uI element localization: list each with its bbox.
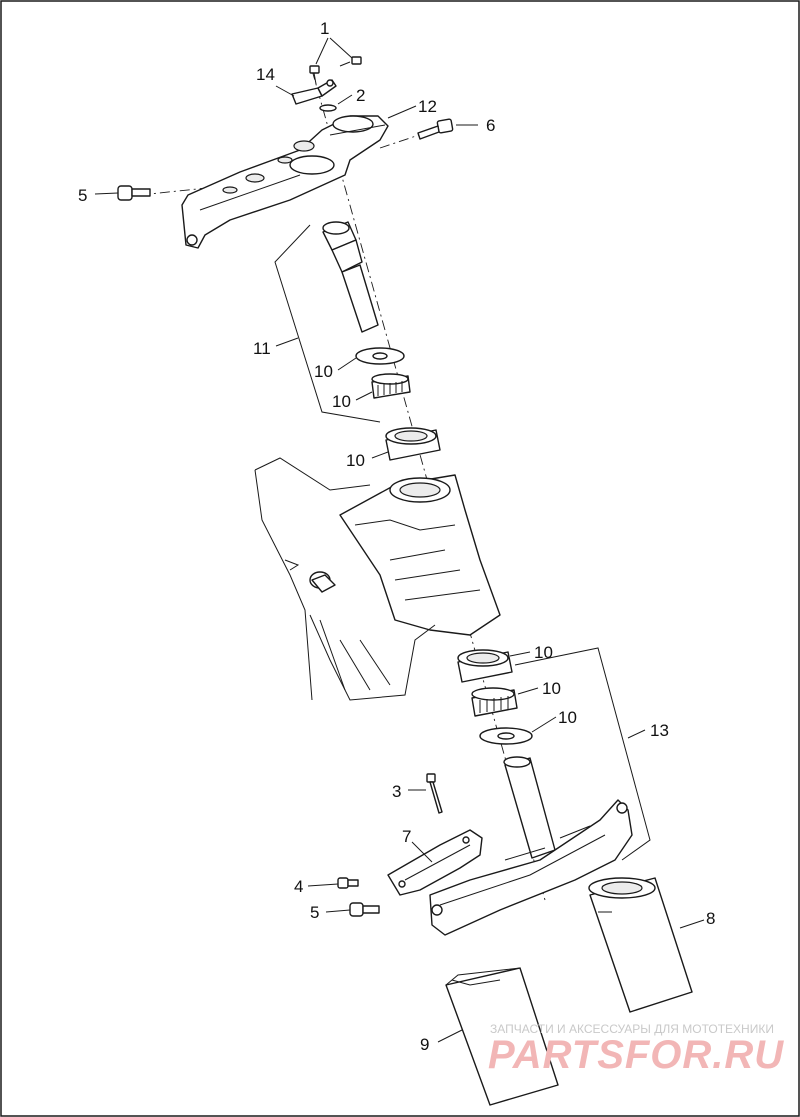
- leader-lines: [94, 37, 705, 1043]
- callout-11: 11: [253, 339, 271, 358]
- callout-10-upper-bearing: 10: [332, 392, 351, 411]
- callout-7: 7: [402, 827, 411, 846]
- part-9-fork-slider-cover: [445, 967, 559, 1106]
- callout-4: 4: [294, 877, 303, 896]
- callout-3: 3: [392, 782, 401, 801]
- part-14-bracket: [291, 79, 337, 105]
- part-12-upper-fork-bracket: [181, 115, 389, 249]
- group-bracket-13: [514, 647, 651, 861]
- callout-5-upper: 5: [78, 186, 87, 205]
- part-10-upper-washer: [355, 347, 405, 365]
- watermark: ЗАПЧАСТИ И АКСЕССУАРЫ ДЛЯ МОТОТЕХНИКИ PA…: [488, 1022, 784, 1077]
- callout-labels: 1 2 3 4 5 5 6 7 8 9 10 10 10 10 10 10 11…: [78, 19, 715, 1054]
- callout-10-lower-bearing: 10: [542, 679, 561, 698]
- part-7-clamp-plate: [387, 829, 483, 896]
- part-5-upper-bolt: [117, 185, 151, 201]
- callout-8: 8: [706, 909, 715, 928]
- watermark-tagline: ЗАПЧАСТИ И АКСЕССУАРЫ ДЛЯ МОТОТЕХНИКИ: [490, 1022, 774, 1036]
- part-6-bolt: [417, 118, 454, 140]
- part-3-screw: [426, 773, 443, 814]
- part-4-screw: [337, 877, 359, 889]
- callout-12: 12: [418, 97, 437, 116]
- frame-head-tube: [254, 457, 501, 701]
- callout-13: 13: [650, 721, 669, 740]
- callout-2: 2: [356, 86, 365, 105]
- callout-10-upper-washer: 10: [314, 362, 333, 381]
- watermark-logo: PARTSFOR.RU: [488, 1033, 784, 1077]
- callout-6: 6: [486, 116, 495, 135]
- part-10-upper-bearing: [371, 373, 411, 399]
- group-bracket-11: [274, 224, 381, 423]
- part-8-fork-slider-cover: [588, 877, 693, 1013]
- part-5-lower-bolt: [349, 902, 380, 917]
- callout-1: 1: [320, 19, 329, 38]
- callout-14: 14: [256, 65, 275, 84]
- part-13-lower-fork-bracket: [429, 756, 633, 936]
- callout-9: 9: [420, 1035, 429, 1054]
- callout-5-lower: 5: [310, 903, 319, 922]
- part-10-lower-washer: [479, 727, 533, 745]
- part-10-lower-bearing: [471, 687, 518, 717]
- callout-10-lower-washer: 10: [558, 708, 577, 727]
- part-10-lower-race: [457, 649, 513, 683]
- part-10-upper-race: [385, 427, 441, 461]
- part-1-screws: [309, 56, 362, 85]
- part-11-steering-stem-shaft: [322, 221, 379, 333]
- callout-10-upper-race: 10: [346, 451, 365, 470]
- callout-10-lower-race: 10: [534, 643, 553, 662]
- part-2-clip: [319, 104, 337, 112]
